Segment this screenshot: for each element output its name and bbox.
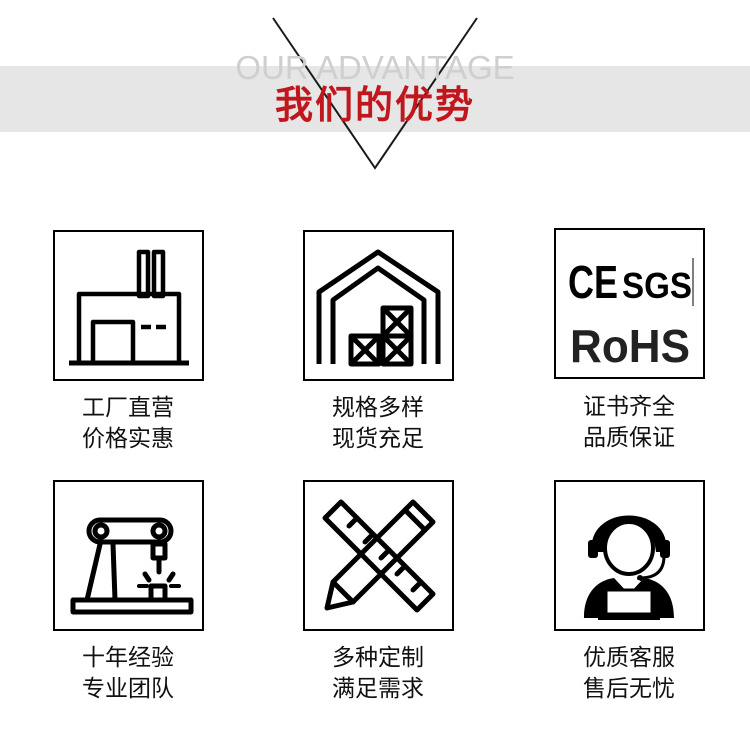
feature-caption-warehouse: 规格多样 现货充足 [332,395,424,452]
section-title: 我们的优势 [274,83,475,127]
rohs-mark: RoHS [570,320,690,372]
feature-card-warehouse [303,230,454,381]
ruler-pencil-icon [322,499,436,613]
feature-caption-robot-arm: 十年经验 专业团队 [82,645,174,702]
ce-mark: CE [568,256,618,308]
feature-card-certification: CE SGS RoHS [554,228,705,379]
section-subtitle: OUR ADVANTAGE [235,49,515,86]
header-triangle-decoration [272,17,478,170]
feature-card-robot-arm [53,480,204,631]
feature-caption-certification: 证书齐全 品质保证 [583,394,675,451]
feature-caption-customer-service: 优质客服 售后无忧 [583,645,675,702]
warehouse-icon [316,249,441,367]
header-banner [0,66,750,132]
factory-icon [69,249,189,366]
feature-card-factory [53,230,204,381]
feature-caption-ruler-pencil: 多种定制 满足需求 [332,645,424,702]
feature-card-ruler-pencil [303,480,454,631]
certification-icon: CE SGS RoHS [568,256,694,372]
customer-service-icon [584,515,674,620]
sgs-mark: SGS [622,265,692,306]
robot-arm-icon [70,517,194,615]
feature-caption-factory: 工厂直营 价格实惠 [82,395,174,452]
feature-card-customer-service [554,480,705,631]
